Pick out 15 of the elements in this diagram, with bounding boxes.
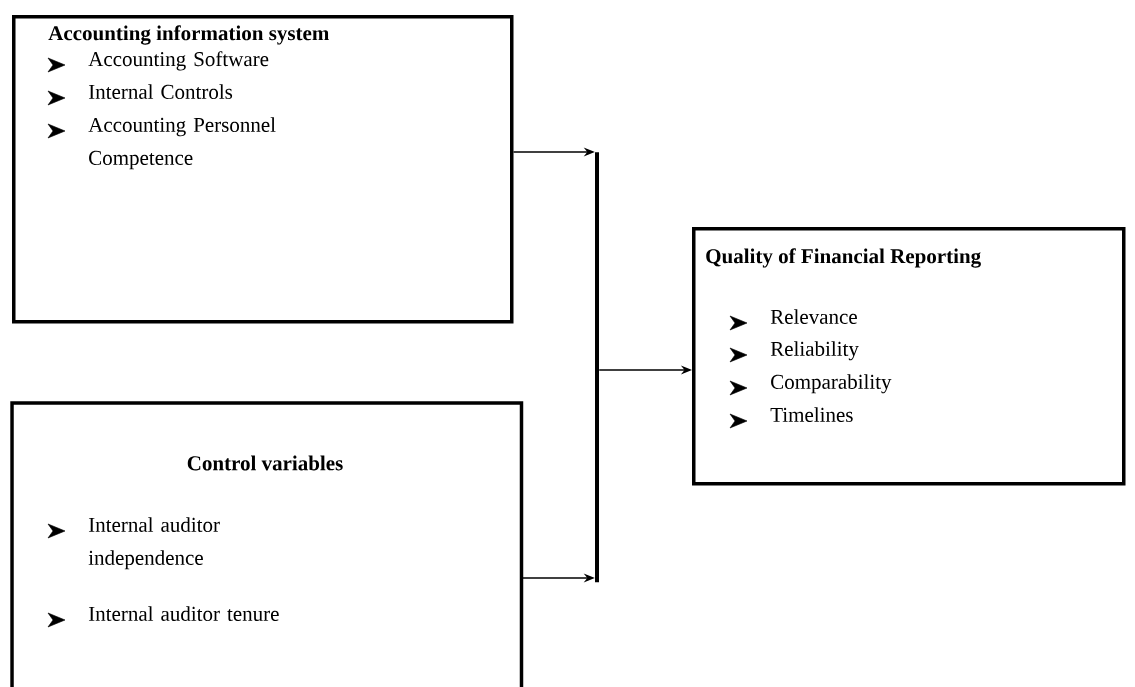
list-item: Timelines: [770, 407, 853, 422]
list-item: Internal Controls: [88, 84, 233, 99]
list-item: Internal auditor tenure: [88, 606, 279, 621]
box-heading: Quality of Financial Reporting: [706, 248, 981, 268]
variable-box: [10, 401, 524, 687]
box-heading: Accounting information system: [48, 25, 329, 45]
variable-box: [692, 227, 1126, 486]
list-item: Reliability: [770, 341, 859, 361]
list-item: Accounting Personnel Competence: [88, 117, 276, 170]
list-item: Relevance: [770, 309, 857, 324]
variable-box: [12, 15, 514, 324]
list-item: Comparability: [771, 374, 892, 394]
box-heading: Control variables: [187, 455, 343, 471]
list-item: Internal auditor independence: [88, 517, 220, 570]
list-item: Accounting Software: [88, 51, 269, 71]
